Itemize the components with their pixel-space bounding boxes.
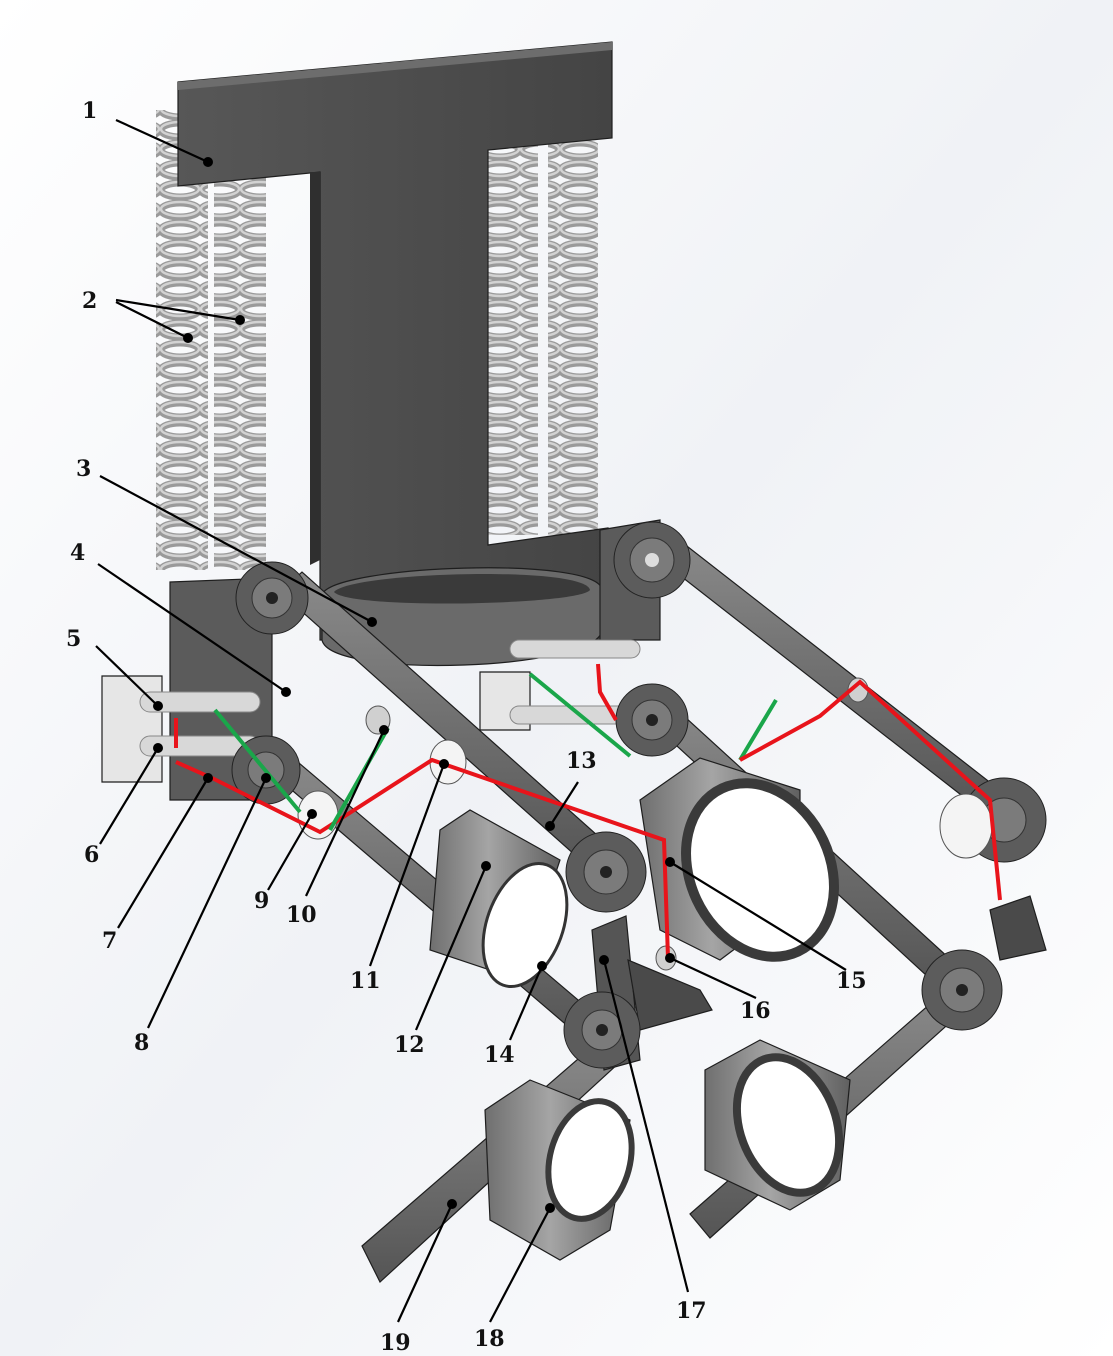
callout-17: 17 [676, 1298, 707, 1324]
pulley-right-knee [939, 793, 993, 859]
shank-cuffs [484, 1039, 851, 1261]
callout-12: 12 [394, 1032, 425, 1058]
hip-joint-right [613, 521, 691, 599]
spring-left-2 [214, 175, 266, 570]
knee-joint-left-upper [565, 831, 647, 913]
guide-rods [139, 639, 641, 757]
callout-14: 14 [484, 1042, 515, 1068]
green-cable-left [213, 708, 302, 814]
green-cable-right [528, 672, 632, 758]
guide-rod-upper [139, 691, 261, 713]
callout-16: 16 [740, 998, 771, 1024]
spring-left-1 [156, 110, 208, 570]
thigh-cuffs [429, 757, 839, 989]
callout-11: 11 [350, 968, 381, 994]
red-cable-right [739, 679, 1002, 901]
callout-8: 8 [134, 1030, 149, 1056]
spring-right-2 [548, 140, 598, 535]
callout-10: 10 [286, 902, 317, 928]
knee-joint-right-lower [921, 949, 1003, 1031]
tension-springs [156, 110, 598, 570]
green-cable-left-2 [328, 727, 390, 831]
spring-right-1 [488, 140, 538, 535]
callout-15: 15 [836, 968, 867, 994]
callout-7: 7 [102, 928, 117, 954]
knee-joint-left-lower [563, 991, 641, 1069]
guide-rod-right-upper [509, 639, 641, 659]
callout-2: 2 [82, 288, 97, 314]
callout-3: 3 [76, 456, 91, 482]
callout-1: 1 [82, 98, 97, 124]
callout-13: 13 [566, 748, 597, 774]
hip-lower-joint-right [615, 683, 689, 757]
callout-4: 4 [70, 540, 85, 566]
green-cable-right-2 [738, 698, 778, 762]
callout-leaders [95, 118, 847, 1323]
callout-9: 9 [254, 888, 269, 914]
back-plate [177, 41, 613, 641]
callout-labels: 1 2 3 4 5 6 7 8 9 10 11 12 13 14 15 16 1… [66, 98, 867, 1356]
callout-19: 19 [380, 1330, 411, 1356]
callout-18: 18 [474, 1326, 505, 1352]
callout-5: 5 [66, 626, 81, 652]
callout-6: 6 [84, 842, 99, 868]
hip-joint-left [235, 561, 309, 635]
red-cable-right-rods [596, 663, 618, 721]
